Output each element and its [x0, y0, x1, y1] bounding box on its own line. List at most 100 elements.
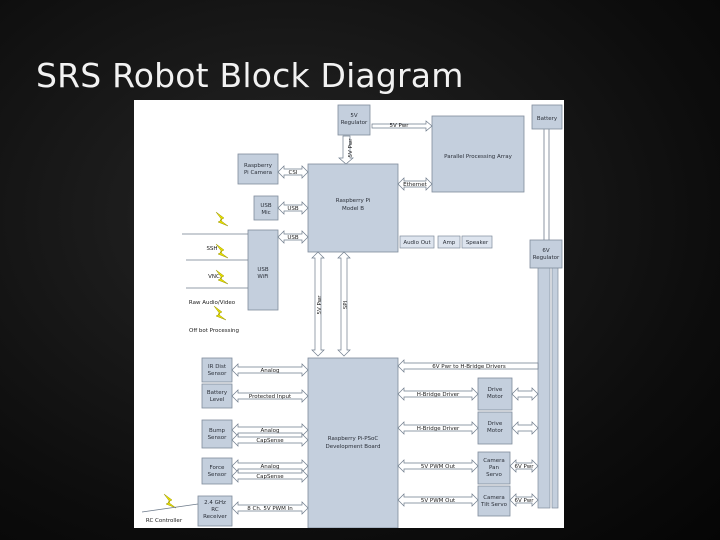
- svg-text:Bump: Bump: [209, 428, 226, 434]
- pwr-5v-vertical-label: 5V Pwr: [348, 138, 354, 158]
- svg-text:Speaker: Speaker: [466, 240, 489, 246]
- analog-label-1: Analog: [260, 368, 279, 374]
- capsense-label-1: CapSense: [256, 438, 284, 444]
- page-title: SRS Robot Block Diagram: [36, 56, 464, 95]
- ir-dist-block: IR Dist Sensor: [201, 357, 233, 383]
- pwm-label-1: 5V PWM Out: [421, 464, 456, 470]
- svg-text:Servo: Servo: [486, 472, 502, 478]
- svg-text:Level: Level: [210, 397, 225, 403]
- svg-text:Camera: Camera: [483, 458, 505, 464]
- svg-text:Drive: Drive: [488, 421, 503, 427]
- battery-block: Battery: [531, 104, 563, 130]
- pwr-6v-servo-label-1: 6V Pwr: [514, 464, 534, 470]
- usb-arrow-2: [277, 230, 309, 244]
- svg-text:Regulator: Regulator: [533, 255, 560, 261]
- pwr-5v-label: 5V Pwr: [389, 123, 409, 129]
- ethernet-arrow: [397, 177, 433, 191]
- pwr-6v-servo-arrow-2: [509, 493, 539, 507]
- block-diagram: 5V Regulator Battery Parallel Processing…: [134, 100, 564, 528]
- svg-text:Motor: Motor: [487, 394, 504, 400]
- vnc-label: VNC: [208, 274, 220, 280]
- svg-text:Mic: Mic: [261, 210, 270, 216]
- svg-text:RC: RC: [211, 507, 219, 513]
- svg-text:Motor: Motor: [487, 428, 504, 434]
- pwr-6v-servo-arrow-1: [509, 459, 539, 473]
- svg-text:WiFi: WiFi: [257, 274, 269, 280]
- svg-text:6V: 6V: [542, 248, 549, 254]
- svg-text:Raspberry Pi-PSoC: Raspberry Pi-PSoC: [328, 436, 379, 442]
- capsense-arrow-2: [231, 469, 309, 483]
- camera-tilt-block: Camera Tilt Servo: [477, 485, 511, 517]
- svg-text:Camera: Camera: [483, 495, 505, 501]
- svg-text:Sensor: Sensor: [208, 472, 228, 478]
- protected-input-label: Protected Input: [249, 394, 292, 400]
- drive-motor-1-block: Drive Motor: [477, 377, 513, 411]
- drive-motor-1-pwr-arrow: [511, 387, 539, 401]
- analog-label-3: Analog: [260, 464, 279, 470]
- pwr-6v-label: 6V Pwr to H-Bridge Drivers: [432, 364, 506, 370]
- pwr-5v-vertical-arrow: [338, 135, 354, 165]
- raspberry-pi-block: Raspberry Pi Model B: [307, 163, 399, 253]
- pwr-6v-servo-label-2: 6V Pwr: [514, 498, 534, 504]
- spi-label: SPI: [343, 300, 349, 309]
- svg-text:Sensor: Sensor: [208, 435, 228, 441]
- usb-label-2: USB: [287, 235, 299, 241]
- rc-pwm-in-arrow: [231, 501, 309, 515]
- rc-controller-label: RC Controller: [146, 518, 183, 524]
- pwm-arrow-1: [397, 459, 479, 473]
- parallel-array-block: Parallel Processing Array: [431, 115, 525, 193]
- svg-text:Pi Camera: Pi Camera: [244, 170, 272, 176]
- svg-text:Development Board: Development Board: [326, 444, 381, 450]
- lightning-bolt-icon: [215, 243, 229, 259]
- capsense-arrow-1: [231, 433, 309, 447]
- lightning-bolt-icon: [215, 211, 229, 227]
- svg-text:2.4 GHz: 2.4 GHz: [204, 500, 226, 506]
- power-bus-6v-2: [551, 265, 559, 509]
- svg-text:Amp: Amp: [443, 240, 456, 246]
- power-bus-6v: [537, 265, 551, 509]
- offbot-processing-label: Off bot Processing: [189, 328, 239, 334]
- usb-wifi-block: USB WiFi: [247, 229, 279, 311]
- usb-label-1: USB: [287, 206, 299, 212]
- raw-audio-video-label: Raw Audio/Video: [189, 300, 236, 306]
- speaker-block: Speaker: [461, 235, 493, 249]
- pwm-arrow-2: [397, 493, 479, 507]
- regulator-5v-top-block: 5V Regulator: [337, 104, 371, 136]
- svg-text:Battery: Battery: [207, 390, 228, 396]
- bump-sensor-block: Bump Sensor: [201, 419, 233, 449]
- svg-text:Drive: Drive: [488, 387, 503, 393]
- hbridge-label-1: H-Bridge Driver: [417, 392, 460, 398]
- protected-input-arrow: [231, 389, 309, 403]
- analog-arrow-1: [231, 363, 309, 377]
- dev-board-block: Raspberry Pi-PSoC Development Board: [307, 357, 399, 528]
- svg-text:Audio Out: Audio Out: [403, 240, 431, 246]
- diagram-canvas: 5V Regulator Battery Parallel Processing…: [141, 104, 563, 528]
- pwr-5v-pi-arrow: [311, 251, 325, 357]
- svg-text:Receiver: Receiver: [203, 514, 228, 520]
- lightning-bolt-icon: [213, 305, 227, 321]
- svg-text:Raspberry Pi: Raspberry Pi: [336, 198, 371, 204]
- battery-level-block: Battery Level: [201, 383, 233, 409]
- camera-pan-block: Camera Pan Servo: [477, 451, 511, 485]
- svg-text:Sensor: Sensor: [208, 371, 228, 377]
- svg-text:Regulator: Regulator: [341, 120, 368, 126]
- hbridge-arrow-1: [397, 387, 479, 401]
- pwr-6v-arrow: [397, 359, 539, 373]
- svg-text:USB: USB: [257, 267, 269, 273]
- drive-motor-2-block: Drive Motor: [477, 411, 513, 445]
- regulator-6v-block: 6V Regulator: [529, 239, 563, 269]
- pwm-label-2: 5V PWM Out: [421, 498, 456, 504]
- spi-arrow: [337, 251, 351, 357]
- analog-label-2: Analog: [260, 428, 279, 434]
- rc-pwm-in-label: 8 Ch. 5V PWM In: [247, 506, 293, 512]
- capsense-label-2: CapSense: [256, 474, 284, 480]
- svg-text:Tilt Servo: Tilt Servo: [480, 502, 508, 508]
- audio-out-block: Audio Out: [399, 235, 435, 249]
- svg-text:Pan: Pan: [489, 465, 499, 471]
- svg-text:IR Dist: IR Dist: [208, 364, 227, 370]
- svg-text:Battery: Battery: [537, 116, 558, 122]
- svg-text:Parallel Processing Array: Parallel Processing Array: [444, 154, 512, 160]
- ssh-label: SSH: [206, 246, 217, 252]
- svg-text:Raspberry: Raspberry: [244, 163, 273, 169]
- csi-label: CSI: [289, 170, 298, 176]
